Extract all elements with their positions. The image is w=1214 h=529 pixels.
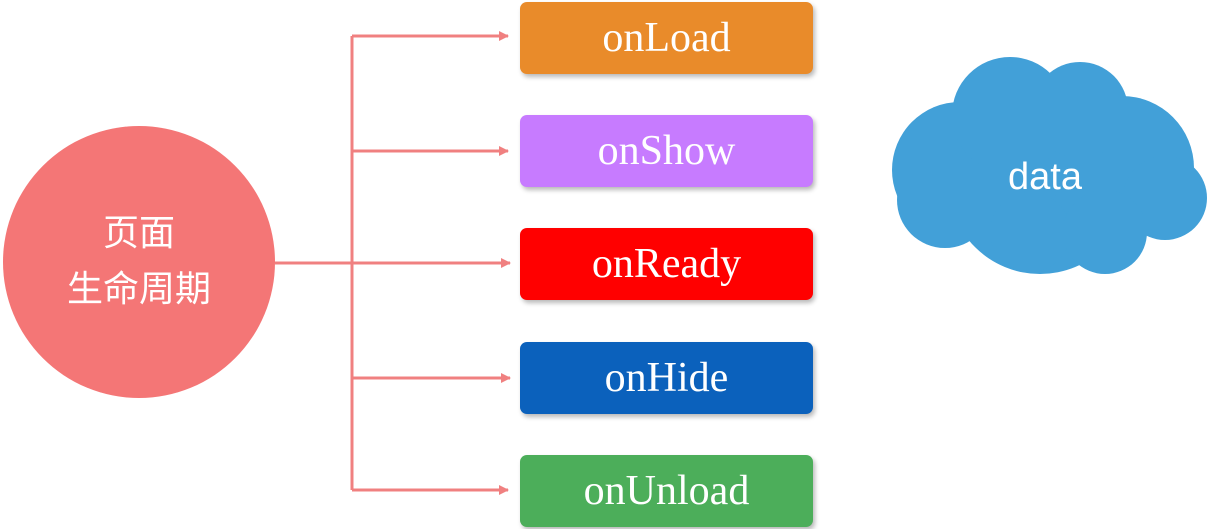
data-cloud-shape: [892, 57, 1207, 274]
data-cloud-label: data: [1008, 155, 1082, 198]
onunload-box: onUnload: [520, 455, 813, 527]
center-label-line-1: 页面: [102, 213, 175, 254]
page-lifecycle-circle: 页面 生命周期: [3, 126, 275, 398]
onhide-box: onHide: [520, 342, 813, 414]
onshow-box: onShow: [520, 115, 813, 187]
center-label-line-2: 生命周期: [66, 269, 211, 310]
onload-box: onLoad: [520, 2, 813, 74]
onready-box: onReady: [520, 228, 813, 300]
